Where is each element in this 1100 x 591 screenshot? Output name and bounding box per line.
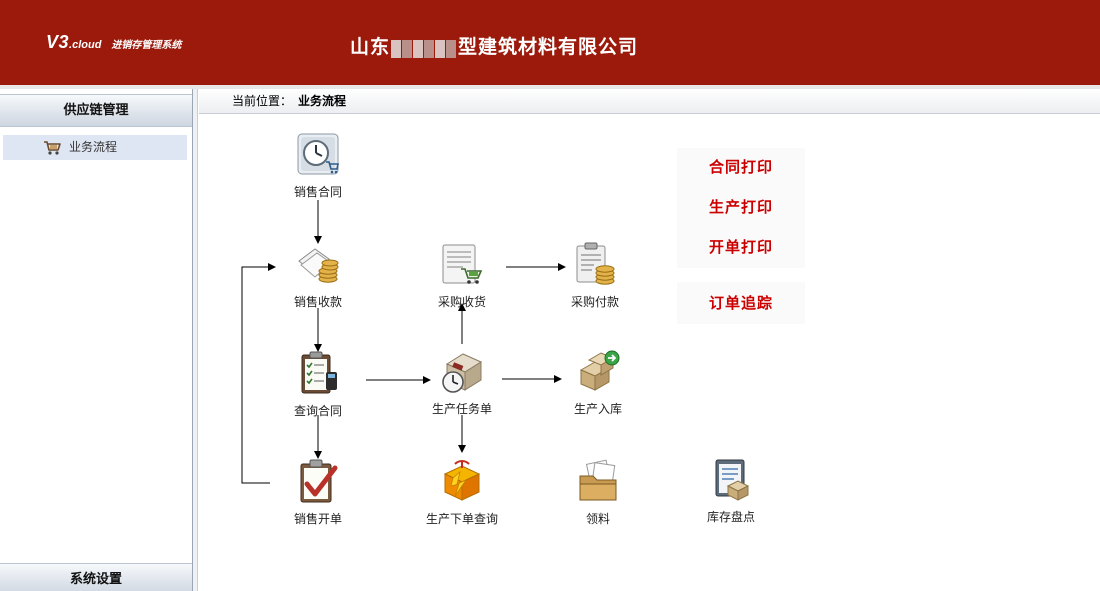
sidebar-section-system-settings[interactable]: 系统设置 (0, 563, 192, 591)
node-label: 领料 (585, 512, 610, 526)
production-print-link[interactable]: 生产打印 (708, 198, 773, 216)
sidebar-splitter[interactable] (193, 89, 198, 591)
production-order-query-icon (443, 460, 481, 501)
logo-main: V3 (46, 32, 70, 52)
sales-contract-icon (297, 133, 339, 175)
production-storage-icon (579, 350, 620, 391)
app-header: V3.cloud 进销存管理系统 山东 型建筑材料有限公司 (0, 0, 1100, 85)
node-label: 销售收款 (293, 295, 342, 309)
sidebar-section-supply-chain[interactable]: 供应链管理 (0, 94, 192, 127)
material-pick-icon (579, 459, 617, 501)
redacted-text (391, 37, 457, 59)
production-task-icon (442, 353, 483, 393)
node-label: 采购付款 (570, 295, 619, 309)
flow-node-sales-invoice[interactable]: 销售开单 (268, 458, 368, 527)
flow-node-inventory-count[interactable]: 库存盘点 (681, 456, 781, 525)
cart-icon (44, 141, 61, 155)
company-name-suffix: 型建筑材料有限公司 (458, 36, 639, 58)
flow-node-sales-receipt[interactable]: 销售收款 (268, 241, 368, 310)
sidebar: 供应链管理 业务流程 系统设置 (0, 89, 193, 591)
purchase-payment-icon (576, 242, 615, 285)
node-label: 库存盘点 (706, 510, 755, 524)
flow-node-production-storage[interactable]: 生产入库 (548, 348, 648, 417)
print-links-panel: 合同打印 生产打印 开单打印 (677, 148, 805, 268)
company-name: 山东 型建筑材料有限公司 (350, 32, 638, 59)
node-label: 生产任务单 (431, 402, 492, 416)
flow-node-purchase-receive[interactable]: 采购收货 (412, 241, 512, 310)
flow-node-production-order-query[interactable]: 生产下单查询 (412, 458, 512, 527)
flow-node-material-pick[interactable]: 领料 (548, 458, 648, 527)
order-tracking-panel: 订单追踪 (677, 282, 805, 324)
flow-node-purchase-payment[interactable]: 采购付款 (545, 241, 645, 310)
sidebar-item-business-flow[interactable]: 业务流程 (3, 135, 187, 160)
app-logo: V3.cloud 进销存管理系统 (46, 32, 181, 53)
order-tracking-link[interactable]: 订单追踪 (708, 294, 773, 312)
node-label: 销售开单 (293, 512, 342, 526)
node-label: 采购收货 (437, 295, 486, 309)
sales-invoice-icon (300, 459, 338, 503)
contract-print-link[interactable]: 合同打印 (708, 158, 773, 176)
node-label: 生产下单查询 (425, 512, 498, 526)
sidebar-item-label: 业务流程 (69, 140, 118, 154)
logo-suffix: .cloud (69, 39, 102, 51)
company-name-prefix: 山东 (350, 36, 391, 58)
breadcrumb-current: 业务流程 (298, 94, 347, 108)
business-flow-panel: 销售合同 销售收款 查询合同 (199, 115, 1100, 591)
flow-node-production-task[interactable]: 生产任务单 (412, 348, 512, 417)
flow-node-sales-contract[interactable]: 销售合同 (268, 131, 368, 200)
invoice-print-link[interactable]: 开单打印 (708, 238, 773, 256)
purchase-receive-icon (442, 244, 483, 284)
node-label: 查询合同 (293, 404, 342, 418)
header-divider (0, 85, 1100, 89)
inventory-count-icon (715, 459, 750, 501)
query-contract-icon (301, 351, 337, 394)
node-label: 销售合同 (293, 185, 342, 199)
node-label: 生产入库 (573, 402, 622, 416)
sales-receipt-icon (298, 248, 339, 283)
breadcrumb: 当前位置： 业务流程 (199, 89, 1100, 114)
logo-subtitle: 进销存管理系统 (111, 40, 182, 51)
breadcrumb-prefix: 当前位置： (232, 94, 293, 108)
flow-node-query-contract[interactable]: 查询合同 (268, 350, 368, 419)
